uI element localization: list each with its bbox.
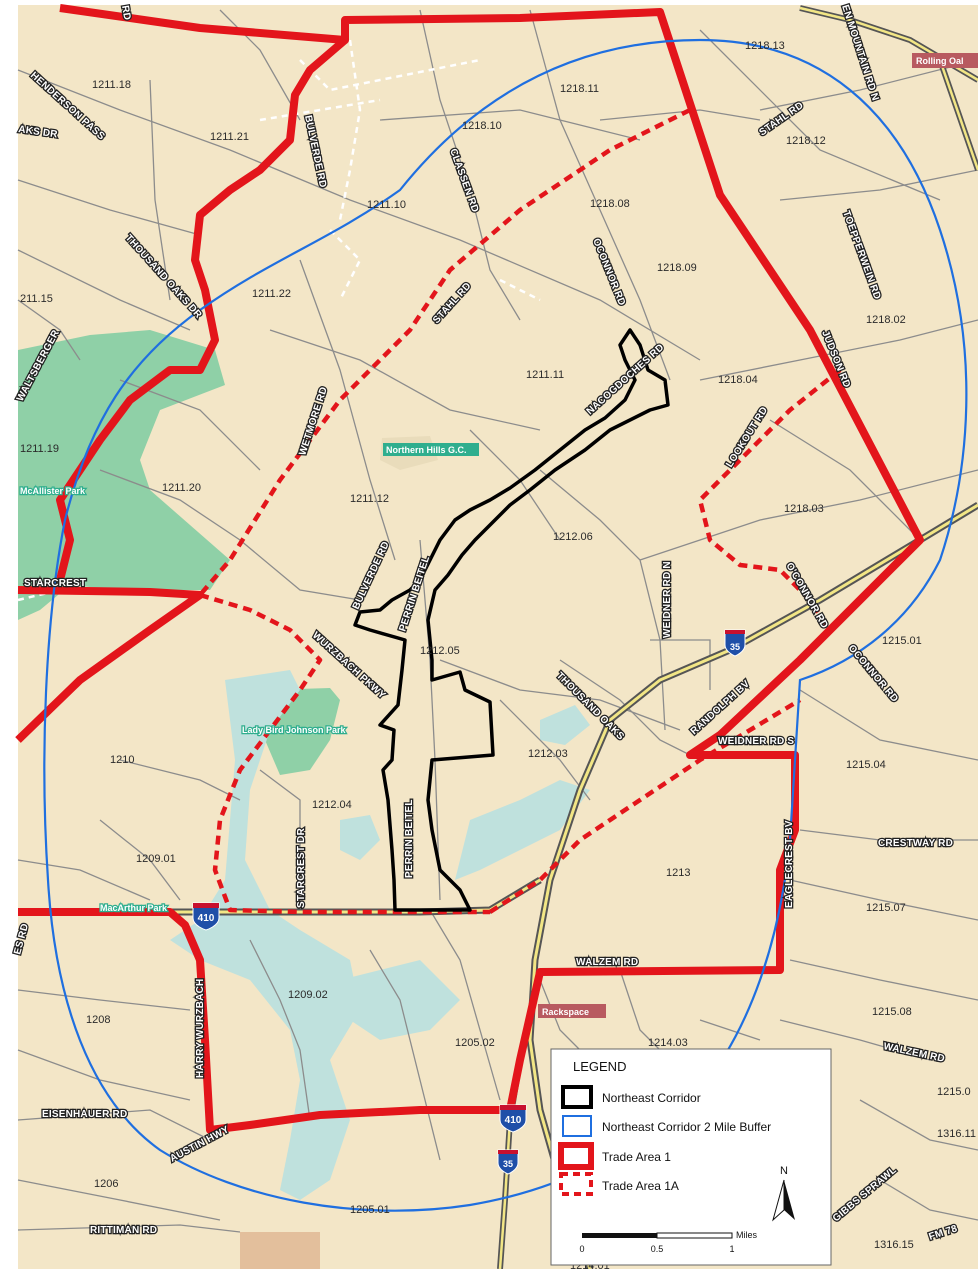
road-label: CRESTWAY RD (878, 838, 953, 849)
tract-label: 211.15 (20, 293, 53, 305)
legend-swatch-corridor (561, 1085, 593, 1109)
shield-label: 410 (198, 913, 215, 924)
tract-label: 1211.19 (20, 443, 59, 455)
road-label: EISENHAUER RD (42, 1109, 127, 1120)
road-label: EAGLECREST BV (784, 820, 795, 908)
interstate-shield: 410 (499, 1104, 527, 1133)
legend-label: Trade Area 1 (602, 1150, 671, 1164)
tract-label: 1218.09 (657, 262, 697, 274)
tract-label: 1218.08 (590, 198, 630, 210)
north-label: N (780, 1165, 788, 1177)
road-label: WEIDNER RD S (718, 736, 794, 747)
legend-panel: LEGEND Northeast Corridor Northeast Corr… (550, 1048, 832, 1266)
road-label: STARCREST DR (296, 827, 307, 908)
place-label-macarthur: MacArthur Park (100, 903, 168, 913)
tract-label: 1215.0 (937, 1086, 971, 1098)
tract-label: 1218.10 (462, 120, 502, 132)
tract-label: 1218.03 (784, 503, 824, 515)
road-label: WEIDNER RD N (662, 561, 673, 638)
tract-label: 1211.18 (92, 79, 131, 91)
tract-label: 1212.04 (312, 799, 352, 811)
north-arrow-icon: N (772, 1165, 795, 1222)
tract-label: 1212.05 (420, 645, 460, 657)
tract-label: 1205.01 (350, 1204, 390, 1216)
place-label-rackspace: Rackspace (542, 1007, 589, 1017)
interstate-shield: 410 (192, 902, 220, 931)
road-label: RD (119, 5, 132, 22)
tract-label: 1211.10 (367, 199, 406, 211)
tract-label: 1209.02 (288, 989, 328, 1001)
road-label: RITTIMAN RD (90, 1225, 157, 1236)
shield-label: 35 (730, 642, 740, 652)
tract-label: 1205.02 (455, 1037, 495, 1049)
tract-label: 1218.13 (745, 40, 785, 52)
tract-label: 1218.02 (866, 314, 906, 326)
road-label: PERRIN BEITEL (404, 799, 415, 878)
shield-label: 410 (505, 1115, 522, 1126)
tract-label: 1211.21 (210, 131, 249, 143)
tract-label: 1316.15 (874, 1239, 914, 1251)
tract-label: 1218.04 (718, 374, 758, 386)
tract-label: 1211.12 (350, 493, 389, 505)
legend-swatch-trade-area-1 (558, 1142, 594, 1170)
tract-label: 1211.22 (252, 288, 291, 300)
interstate-shield: 35 (724, 629, 746, 657)
tract-label: 1215.04 (846, 759, 886, 771)
tract-label: 1214.03 (648, 1037, 688, 1049)
tract-labels: 1218.13 1211.18 1218.11 1211.21 1218.10 … (20, 40, 976, 1269)
place-label-lady-bird: Lady Bird Johnson Park (242, 725, 347, 735)
trade-area-1a-boundary (198, 107, 842, 915)
road-label: STARCREST (24, 578, 86, 589)
water-feature (455, 780, 590, 880)
tract-label: 1218.12 (786, 135, 826, 147)
scale-bar: Miles 0 0.5 1 (579, 1230, 757, 1254)
northeast-corridor-boundary (353, 328, 670, 912)
water-feature (540, 705, 590, 745)
tract-label: 1215.07 (866, 902, 906, 914)
road-label: WALZEM RD (576, 957, 638, 968)
road-label: HARRY WURZBACH (195, 979, 206, 1078)
tract-label: 1213 (666, 867, 690, 879)
legend-swatch-trade-area-1a (559, 1172, 593, 1196)
trade-area-1-boundary (15, 4, 924, 1134)
tract-label: 1212.06 (553, 531, 593, 543)
tract-label: 1316.11 (937, 1128, 976, 1140)
scale-unit: Miles (736, 1230, 758, 1240)
water-feature (170, 670, 360, 1200)
scale-tick: 1 (729, 1244, 734, 1254)
tract-label: 1211.11 (526, 369, 564, 381)
tract-label: 1212.03 (528, 748, 568, 760)
tract-label: 1218.11 (560, 83, 599, 95)
tract-label: 1215.01 (882, 635, 922, 647)
shield-label: 35 (503, 1159, 513, 1169)
place-label-rolling-oaks: Rolling Oal (916, 56, 964, 66)
minor-roads-layer (17, 9, 978, 1233)
tract-label: 1211.20 (162, 482, 201, 494)
legend-label: Northeast Corridor 2 Mile Buffer (602, 1120, 771, 1134)
scale-tick: 0 (579, 1244, 584, 1254)
legend-label: Northeast Corridor (602, 1091, 701, 1105)
tract-label: 1215.08 (872, 1006, 912, 1018)
place-label-mcallister: McAllister Park (20, 486, 86, 496)
tract-label: 1208 (86, 1014, 110, 1026)
legend-swatch-buffer (562, 1115, 592, 1137)
scale-tick: 0.5 (651, 1244, 664, 1254)
interstate-shield: 35 (497, 1149, 519, 1175)
urban-patch (240, 1232, 320, 1269)
tract-label: 1206 (94, 1178, 118, 1190)
tract-label: 1210 (110, 754, 134, 766)
place-label-northern-hills: Northern Hills G.C. (386, 445, 467, 455)
legend-label: Trade Area 1A (602, 1179, 679, 1193)
water-feature (340, 815, 380, 860)
legend-title: LEGEND (573, 1059, 626, 1074)
place-labels: Rolling Oal Northern Hills G.C. McAllist… (19, 53, 978, 1018)
tract-label: 1209.01 (136, 853, 176, 865)
